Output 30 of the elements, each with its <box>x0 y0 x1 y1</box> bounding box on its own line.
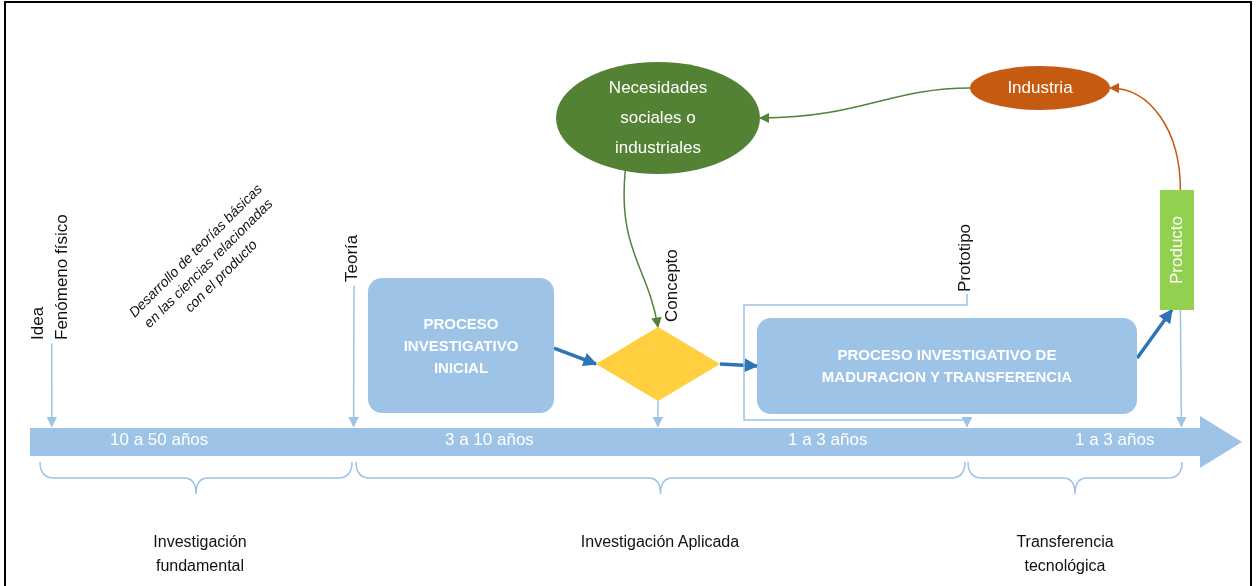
milestone-label: Fenómeno físico <box>51 213 72 340</box>
arrow <box>1135 308 1174 360</box>
duration-label: 10 a 50 años <box>110 430 209 450</box>
need-ellipse: Necesidades sociales o industriales <box>556 62 760 174</box>
arrow <box>652 400 664 428</box>
industry-ellipse: Industria <box>970 66 1110 110</box>
timeline-arrow <box>30 416 1242 468</box>
duration-label: 1 a 3 años <box>1075 430 1155 450</box>
arrow <box>719 358 759 373</box>
duration-label: 1 a 3 años <box>788 430 868 450</box>
arrow <box>743 293 973 428</box>
arrow <box>553 346 598 367</box>
arrow <box>1108 83 1182 191</box>
arrow <box>1176 309 1187 428</box>
decision-diamond <box>596 327 720 401</box>
arrow <box>623 168 662 329</box>
category-label: Investigación fundamental <box>152 532 248 576</box>
process-box: PROCESO INVESTIGATIVO DE MADURACION Y TRANSFERENCIA <box>757 318 1137 414</box>
milestone-label: Idea <box>27 305 48 340</box>
arrow <box>348 284 359 428</box>
milestone-label: Concepto <box>661 248 682 322</box>
milestone-label: Teoría <box>341 233 362 282</box>
category-label: Investigación Aplicada <box>579 532 741 552</box>
product-box: Producto <box>1160 190 1194 310</box>
arrow <box>758 87 971 123</box>
category-label: Transferencia tecnológica <box>1015 532 1115 576</box>
milestone-label: Prototipo <box>954 222 975 292</box>
process-box: PROCESO INVESTIGATIVO INICIAL <box>368 278 554 413</box>
duration-label: 3 a 10 años <box>445 430 534 450</box>
arrow <box>46 342 58 428</box>
